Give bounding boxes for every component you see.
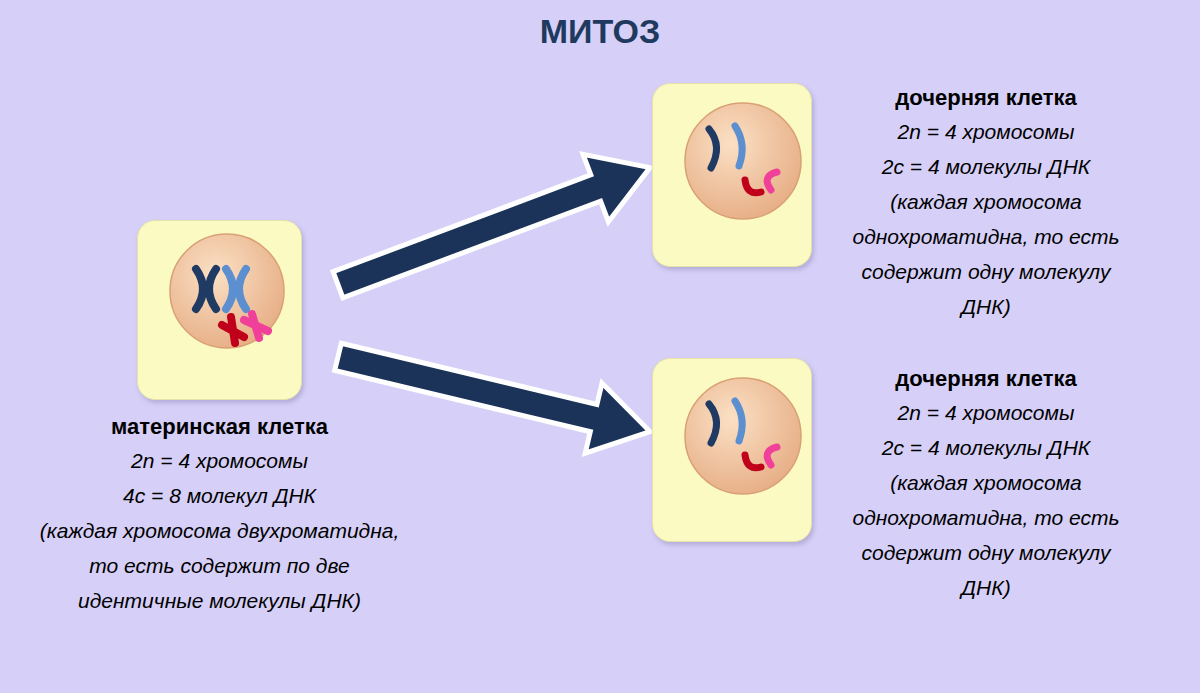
diagram-title: МИТОЗ [0,12,1200,51]
cell-note: 2n = 4 хромосомы [841,114,1131,149]
cell-note: 2n = 4 хромосомы [841,395,1131,430]
cell-caption: дочерняя клетка2n = 4 хромосомы2c = 4 мо… [841,363,1131,605]
cell-heading: дочерняя клетка [841,82,1131,114]
cell-note: 2c = 4 молекулы ДНК [841,149,1131,184]
cell-box: дочерняя клетка2n = 4 хромосомы2c = 4 мо… [652,83,812,267]
cell-caption: материнская клетка2n = 4 хромосомы4c = 8… [30,411,410,618]
cell-nucleus [653,84,811,266]
cell-heading: материнская клетка [30,411,410,443]
cell-caption: дочерняя клетка2n = 4 хромосомы2c = 4 мо… [841,82,1131,324]
cell-nucleus [138,221,301,399]
cell-note: 2n = 4 хромосомы [30,443,410,478]
cell-note: (каждая хромосома однохроматидна, то ест… [841,184,1131,324]
cell-nucleus [653,359,811,541]
cell-heading: дочерняя клетка [841,363,1131,395]
block-arrow [335,343,650,453]
cell-note: (каждая хромосома однохроматидна, то ест… [841,465,1131,605]
cell-box: материнская клетка2n = 4 хромосомы4c = 8… [137,220,302,400]
cell-box: дочерняя клетка2n = 4 хромосомы2c = 4 мо… [652,358,812,542]
cell-note: 4c = 8 молекул ДНК [30,478,410,513]
cell-note: 2c = 4 молекулы ДНК [841,430,1131,465]
cell-note: (каждая хромосома двухроматидна, то есть… [30,513,410,618]
block-arrow [333,154,650,298]
